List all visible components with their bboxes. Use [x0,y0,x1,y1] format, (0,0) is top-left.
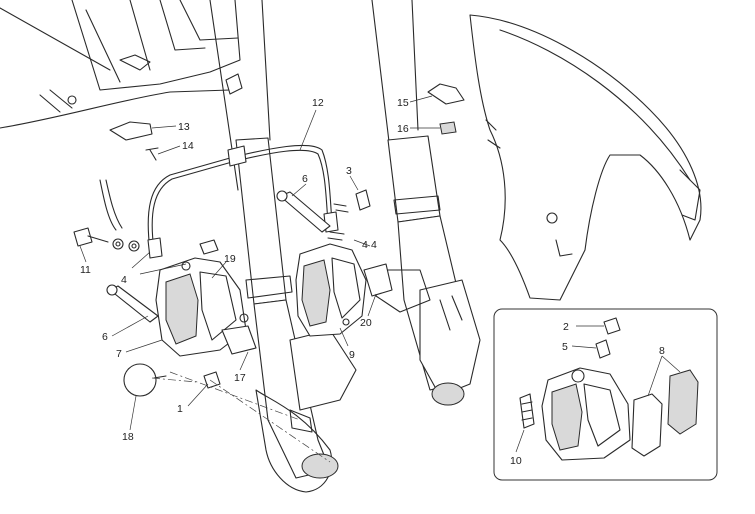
axis-line [151,371,331,463]
right-caliper [276,189,393,337]
callout-11: 11 [80,264,91,276]
callout-4-mid: 4 [362,239,368,251]
callout-17: 17 [234,372,246,384]
callout-7: 7 [116,348,122,360]
left-caliper [106,239,257,357]
callout-4-left: 4 [121,274,127,286]
callout-labels: 1 2 3 4 4 4 5 6 6 7 8 9 10 11 12 13 14 1… [80,97,665,467]
callout-6-right: 6 [302,173,308,185]
callout-16: 16 [397,123,409,135]
leader-lines [79,95,681,453]
left-fork-leg [209,0,357,493]
callout-14: 14 [182,140,194,152]
callout-12: 12 [312,97,324,109]
callout-6-left: 6 [102,331,108,343]
callout-2: 2 [563,321,569,333]
callout-8: 8 [659,345,665,357]
callout-13: 13 [178,121,190,133]
frame-headstock [0,0,243,129]
callout-9: 9 [349,349,355,361]
small-parts [73,83,465,397]
callout-18: 18 [122,431,134,443]
callout-15: 15 [397,97,409,109]
callout-5: 5 [562,341,568,353]
callout-3: 3 [346,165,352,177]
callout-10: 10 [510,455,522,467]
inset-panel [493,308,718,481]
callout-20: 20 [360,317,372,329]
callout-1: 1 [177,403,183,415]
front-mudguard [469,14,702,301]
callout-4-right: 4 [371,239,377,251]
right-fork-leg [371,0,481,406]
callout-19: 19 [224,253,236,265]
